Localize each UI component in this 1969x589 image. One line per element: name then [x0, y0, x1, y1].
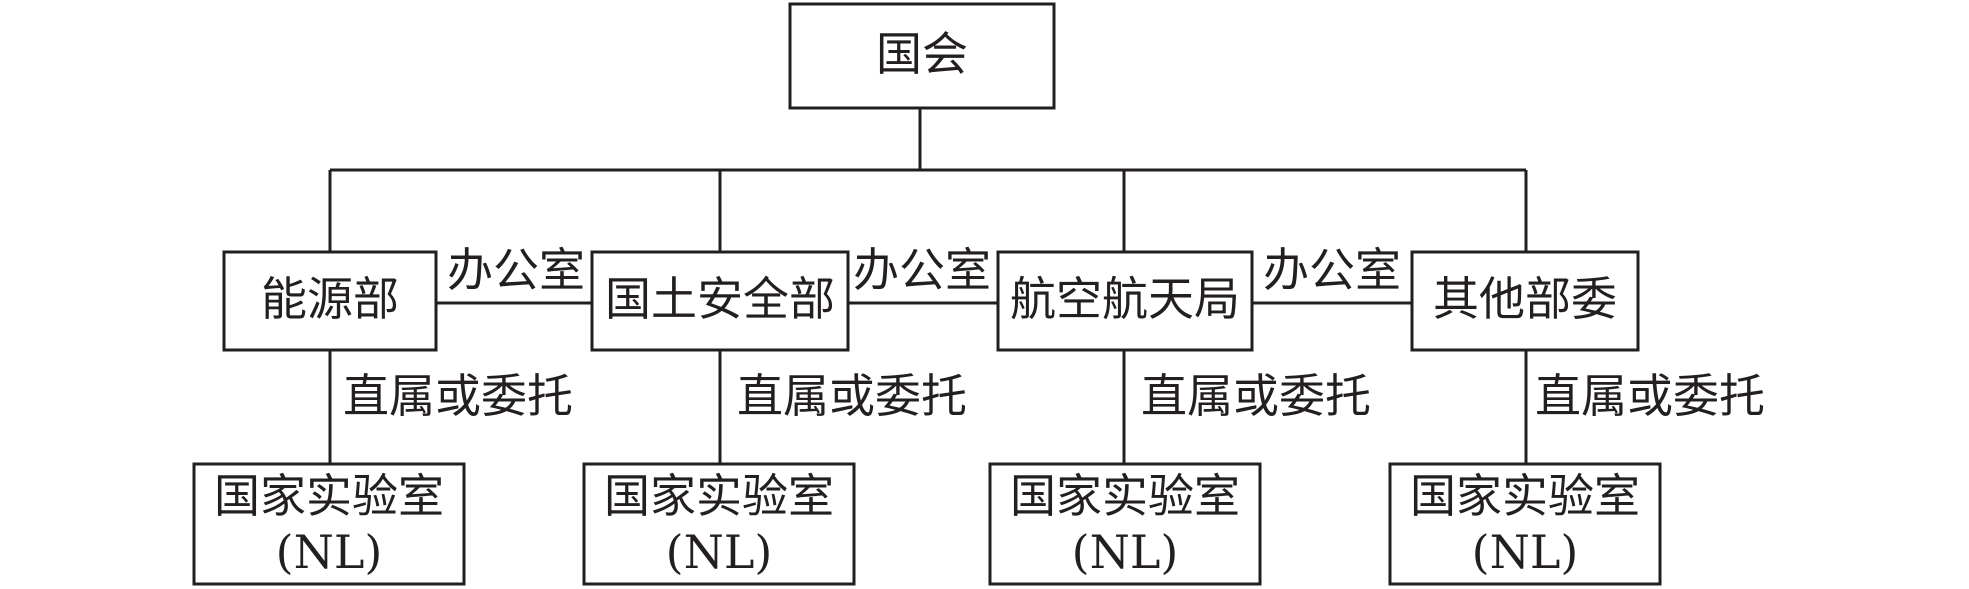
dept-node-label-1: 能源部 [261, 272, 399, 326]
lab-node-title-1: 国家实验室 [214, 469, 444, 523]
dept-lab-label-3: 直属或委托 [1141, 369, 1371, 423]
office-link-label-3: 办公室 [1263, 243, 1401, 297]
lab-node-3: 国家实验室 (NL) [988, 462, 1262, 586]
lab-node-abbr-4: (NL) [1472, 525, 1579, 579]
lab-node-abbr-2: (NL) [666, 525, 773, 579]
dept-lab-label-2: 直属或委托 [737, 369, 967, 423]
dept-node-1: 能源部 [222, 250, 438, 352]
dept-node-label-2: 国土安全部 [605, 272, 835, 326]
lab-node-2: 国家实验室 (NL) [582, 462, 856, 586]
lab-node-1: 国家实验室 (NL) [192, 462, 466, 586]
dept-lab-label-1: 直属或委托 [343, 369, 573, 423]
dept-node-label-4: 其他部委 [1433, 272, 1617, 326]
root-node-label: 国会 [876, 27, 968, 81]
dept-lab-label-4: 直属或委托 [1535, 369, 1765, 423]
lab-node-abbr-1: (NL) [276, 525, 383, 579]
lab-node-4: 国家实验室 (NL) [1388, 462, 1662, 586]
dept-node-2: 国土安全部 [590, 250, 850, 352]
dept-node-3: 航空航天局 [996, 250, 1254, 352]
lab-node-abbr-3: (NL) [1072, 525, 1179, 579]
root-node: 国会 [788, 2, 1056, 110]
lab-node-title-4: 国家实验室 [1410, 469, 1640, 523]
lab-node-title-2: 国家实验室 [604, 469, 834, 523]
lab-node-title-3: 国家实验室 [1010, 469, 1240, 523]
office-link-label-1: 办公室 [447, 243, 585, 297]
dept-node-label-3: 航空航天局 [1010, 272, 1240, 326]
dept-node-4: 其他部委 [1410, 250, 1640, 352]
office-link-label-2: 办公室 [853, 243, 991, 297]
